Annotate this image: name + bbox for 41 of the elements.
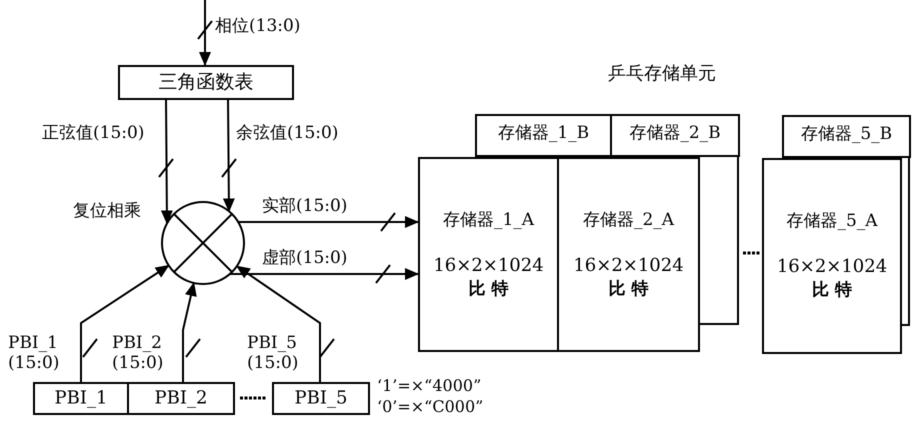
node-text: 比 特	[811, 281, 853, 301]
edge-label: 相位(13:0)	[215, 17, 300, 37]
node-text: PBI_5	[294, 388, 348, 409]
arrow	[238, 216, 419, 228]
node-text: PBI_1	[54, 388, 108, 409]
edge-label: 正弦值(15:0)	[42, 124, 144, 144]
arrow	[160, 100, 173, 224]
node-text: PBI_2	[154, 388, 208, 409]
register-box	[33, 382, 129, 415]
node-text: 存储器_2_B	[628, 124, 722, 144]
memory-block	[418, 157, 559, 352]
memory-block	[557, 157, 700, 352]
node-text: 比 特	[468, 280, 510, 300]
node-text: 16×2×1024	[776, 257, 888, 278]
group-heading: 乒乓存储单元	[608, 64, 716, 85]
node-text: 16×2×1024	[432, 256, 545, 277]
node-text: 16×2×1024	[572, 256, 685, 277]
register-box	[127, 382, 235, 415]
edge-label: 虚部(15:0)	[262, 249, 348, 269]
arrow	[230, 268, 419, 280]
node-text: 存储器_5_B	[800, 125, 894, 145]
edge-label: 余弦值(15:0)	[236, 124, 338, 144]
arrow	[236, 265, 321, 382]
edge-label: 实部(15:0)	[262, 197, 348, 217]
node-text: 存储器_1_B	[496, 124, 590, 144]
node-text: 存储器_1_A	[442, 211, 536, 231]
register-box	[272, 382, 370, 415]
node-text: 存储器_5_A	[785, 212, 879, 232]
arrow	[199, 0, 211, 66]
memory-block	[610, 114, 740, 157]
memory-block	[782, 115, 911, 158]
node-text: 比 特	[608, 280, 650, 300]
node-text: 三角函数表	[158, 72, 254, 94]
arrow	[222, 100, 235, 212]
arrow	[182, 282, 197, 382]
memory-block	[762, 158, 902, 354]
arrow	[80, 264, 170, 382]
lookup-table-box	[118, 65, 294, 100]
multiplier-circle	[161, 201, 245, 285]
node-text: 存储器_2_A	[582, 211, 676, 231]
memory-block	[475, 114, 612, 157]
